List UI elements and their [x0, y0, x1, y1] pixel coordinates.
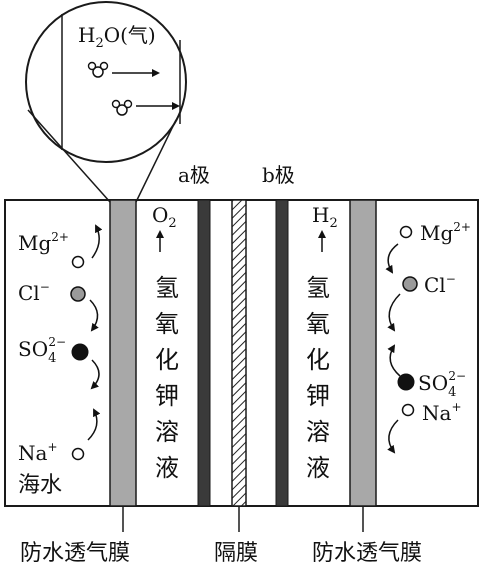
- left-membrane: [109, 199, 137, 507]
- right-membrane: [349, 199, 377, 507]
- ion-so4-label: SO42−: [18, 335, 66, 366]
- solution-char: 钾: [306, 382, 330, 410]
- seawater-label: 海水: [18, 473, 62, 498]
- magnifier: H2O(气): [25, 1, 187, 203]
- ion-na-marker: [71, 447, 85, 461]
- ion-cl-marker: [70, 286, 86, 302]
- right-membrane-label: 防水透气膜: [312, 541, 422, 566]
- oxygen-label: O2: [152, 203, 177, 231]
- ion-cl-arrow: [387, 293, 401, 332]
- left-seawater: Mg2+ Cl− SO42− Na+ 海水: [18, 224, 103, 498]
- solution-char: 化: [306, 346, 330, 374]
- ion-na-label: Na+: [422, 400, 462, 425]
- solution-char: 氧: [306, 310, 330, 338]
- solution-char: 液: [155, 454, 179, 482]
- ion-so4-arrow: [387, 344, 401, 377]
- water-vapor-sub: 2: [95, 36, 103, 51]
- ion-mg-label: Mg2+: [420, 220, 471, 245]
- water-molecule-icon: [87, 61, 109, 78]
- water-vapor-h: H: [78, 23, 95, 47]
- ion-na-arrow: [387, 419, 399, 454]
- electrode-a-label: a极: [178, 163, 210, 187]
- ion-cl-marker: [402, 276, 418, 292]
- ion-cl-arrow: [89, 299, 99, 332]
- solution-char: 氢: [306, 274, 330, 302]
- ion-mg-label: Mg2+: [18, 230, 69, 255]
- solution-char: 钾: [155, 382, 179, 410]
- ion-so4-label: SO42−: [418, 369, 466, 400]
- magnifier-pointer-right: [135, 119, 177, 203]
- electrode-b: [275, 199, 289, 507]
- solution-char: 氧: [155, 310, 179, 338]
- left-membrane-label: 防水透气膜: [20, 541, 130, 566]
- ion-mg-marker: [399, 225, 413, 239]
- ion-cl-label: Cl−: [18, 280, 50, 305]
- hydrogen-label: H2: [312, 203, 338, 231]
- solution-char: 溶: [155, 418, 179, 446]
- water-vapor-label: H2O(气): [78, 23, 156, 51]
- ion-mg-arrow: [385, 243, 399, 274]
- ion-na-marker: [401, 403, 415, 417]
- magnifier-circle: [25, 1, 187, 163]
- water-molecule-icon: [111, 99, 133, 116]
- magnifier-pointer-left: [27, 109, 111, 203]
- ion-mg-marker: [71, 255, 85, 269]
- ion-mg-arrow: [91, 224, 103, 259]
- right-seawater: Mg2+ Cl− SO42− Na+: [385, 220, 471, 454]
- ion-na-label: Na+: [18, 440, 58, 465]
- ion-cl-label: Cl−: [424, 272, 456, 297]
- solution-char: 溶: [306, 418, 330, 446]
- solution-char: 氢: [155, 274, 179, 302]
- right-solution-label: 氢 氧 化 钾 溶 液: [306, 274, 330, 482]
- ion-so4-marker: [397, 373, 415, 391]
- ion-so4-marker: [71, 343, 89, 361]
- ion-so4-arrow: [90, 359, 100, 390]
- separator-membrane: [231, 199, 247, 507]
- ion-na-arrow: [87, 408, 101, 441]
- electrode-b-label: b极: [262, 163, 295, 187]
- separator-label: 隔膜: [214, 541, 258, 566]
- solution-char: 化: [155, 346, 179, 374]
- left-solution-label: 氢 氧 化 钾 溶 液: [155, 274, 179, 482]
- solution-char: 液: [306, 454, 330, 482]
- electrode-a: [197, 199, 211, 507]
- water-vapor-rest: O(气): [104, 23, 156, 47]
